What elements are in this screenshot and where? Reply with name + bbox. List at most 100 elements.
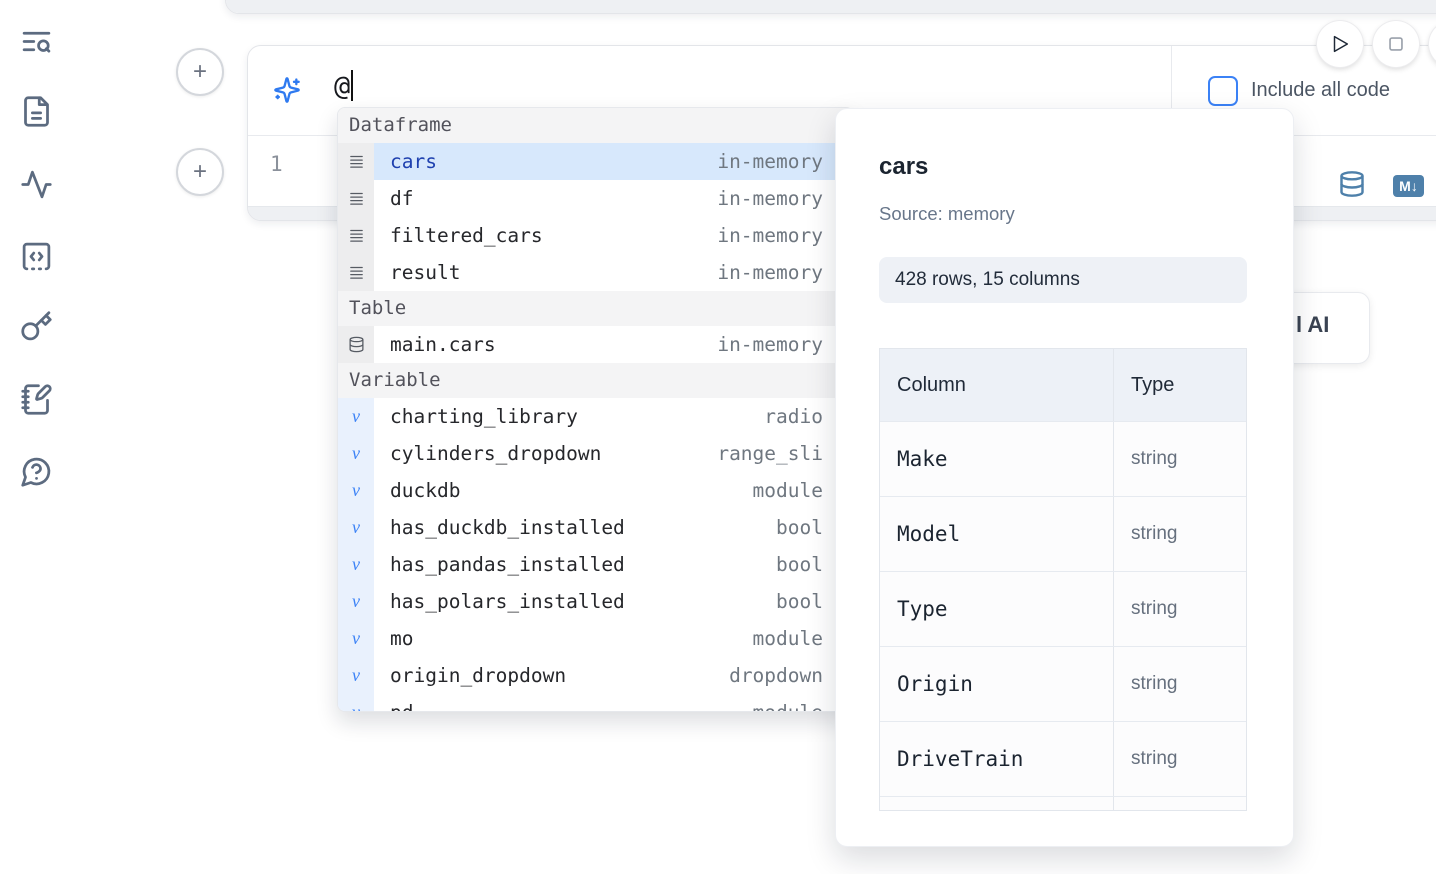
- notebook-pen-icon[interactable]: [18, 381, 54, 417]
- run-cell-button[interactable]: [1317, 21, 1363, 67]
- dataframe-rows-icon: [338, 180, 374, 217]
- completion-item-type: bool: [776, 516, 823, 539]
- completion-item-type: in-memory: [717, 187, 823, 210]
- markdown-export-icon[interactable]: M↓: [1393, 175, 1424, 197]
- preview-source: Source: memory: [879, 203, 1015, 224]
- variable-icon: v: [338, 694, 374, 711]
- include-all-code-checkbox[interactable]: [1208, 75, 1238, 106]
- completion-item-name: mo: [390, 627, 414, 650]
- code-snippet-icon[interactable]: [18, 238, 54, 274]
- variable-icon: v: [338, 472, 374, 509]
- schema-table-row: Origin string: [880, 646, 1246, 721]
- dataframe-rows-icon: [338, 217, 374, 254]
- completion-item-name: cylinders_dropdown: [390, 442, 602, 465]
- schema-column-name: Type: [897, 597, 948, 621]
- completion-item-name: has_pandas_installed: [390, 553, 625, 576]
- completion-item-df[interactable]: df in-memory: [338, 180, 853, 217]
- completion-item-charting_library[interactable]: v charting_library radio: [338, 398, 853, 435]
- completion-item-name: df: [390, 187, 414, 210]
- completion-item-has_pandas_installed[interactable]: v has_pandas_installed bool: [338, 546, 853, 583]
- completion-item-type: dropdown: [729, 664, 823, 687]
- completion-section-header: Dataframe: [338, 108, 853, 143]
- completion-item-cars[interactable]: cars in-memory: [338, 143, 853, 180]
- code-editor[interactable]: 1 M↓: [248, 135, 1436, 207]
- completion-item-name: pd: [390, 701, 413, 711]
- completion-item-type: bool: [776, 590, 823, 613]
- completion-item-type: in-memory: [717, 224, 823, 247]
- line-number: 1: [270, 152, 283, 176]
- schema-column-name: DriveTrain: [897, 747, 1024, 771]
- schema-column-type: string: [1131, 598, 1178, 619]
- completion-item-type: module: [752, 479, 823, 502]
- schema-column-name: Model: [897, 522, 961, 546]
- variable-icon: v: [338, 546, 374, 583]
- add-cell-above-button[interactable]: +: [176, 48, 224, 96]
- completion-item-pd[interactable]: vpdmodule: [338, 694, 853, 711]
- key-icon[interactable]: [18, 308, 54, 344]
- ai-prompt-input[interactable]: @: [334, 70, 568, 114]
- schema-column-name: Make: [897, 447, 948, 471]
- variable-icon: v: [338, 583, 374, 620]
- completion-item-type: in-memory: [717, 261, 823, 284]
- activity-icon[interactable]: [18, 166, 54, 202]
- completion-item-type: module: [752, 627, 823, 650]
- completion-section-header: Table: [338, 291, 853, 326]
- more-cell-button[interactable]: [1429, 21, 1436, 67]
- dataframe-rows-icon: [338, 143, 374, 180]
- completion-item-type: in-memory: [717, 333, 823, 356]
- preview-shape-badge: 428 rows, 15 columns: [879, 257, 1247, 303]
- schema-table-row: Type string: [880, 571, 1246, 646]
- variable-icon: v: [338, 657, 374, 694]
- play-icon: [1333, 35, 1349, 53]
- add-cell-below-button[interactable]: +: [176, 148, 224, 196]
- sidebar: [0, 0, 72, 874]
- completion-item-has_polars_installed[interactable]: v has_polars_installed bool: [338, 583, 853, 620]
- variable-icon: v: [338, 509, 374, 546]
- include-all-code-label: Include all code: [1251, 79, 1390, 101]
- completion-item-type: bool: [776, 553, 823, 576]
- document-icon[interactable]: [18, 93, 54, 129]
- previous-cell-edge: [225, 0, 1436, 14]
- database-icon: [338, 326, 374, 363]
- completion-item-type: radio: [764, 405, 823, 428]
- schema-column-type: string: [1131, 748, 1178, 769]
- previous-cell-console-strip: [226, 0, 1436, 13]
- dataframe-rows-icon: [338, 254, 374, 291]
- database-panel-button[interactable]: [1338, 169, 1366, 199]
- text-search-icon[interactable]: [18, 23, 54, 59]
- stop-cell-button[interactable]: [1373, 21, 1419, 67]
- preview-title: cars: [879, 153, 929, 180]
- text-caret: [351, 70, 354, 101]
- schema-column-type: string: [1131, 673, 1178, 694]
- schema-column-name: Origin: [897, 672, 973, 696]
- completion-item-cylinders_dropdown[interactable]: v cylinders_dropdown range_sli: [338, 435, 853, 472]
- include-code-section: Include all code: [1171, 46, 1436, 135]
- sparkles-icon: [273, 76, 301, 104]
- variable-icon: v: [338, 435, 374, 472]
- schema-table-row: [880, 796, 1246, 810]
- completion-item-type: in-memory: [717, 150, 823, 173]
- completion-item-type: range_sli: [717, 442, 823, 465]
- stop-icon: [1389, 37, 1403, 51]
- completion-item-name: has_polars_installed: [390, 590, 625, 613]
- ai-button-label: l AI: [1296, 312, 1330, 337]
- ai-prompt-text: @: [334, 71, 351, 102]
- variable-icon: v: [338, 398, 374, 435]
- completion-section-header: Variable: [338, 363, 853, 398]
- completion-item-name: cars: [390, 150, 437, 173]
- completion-item-name: charting_library: [390, 405, 578, 428]
- help-circle-icon[interactable]: [18, 453, 54, 489]
